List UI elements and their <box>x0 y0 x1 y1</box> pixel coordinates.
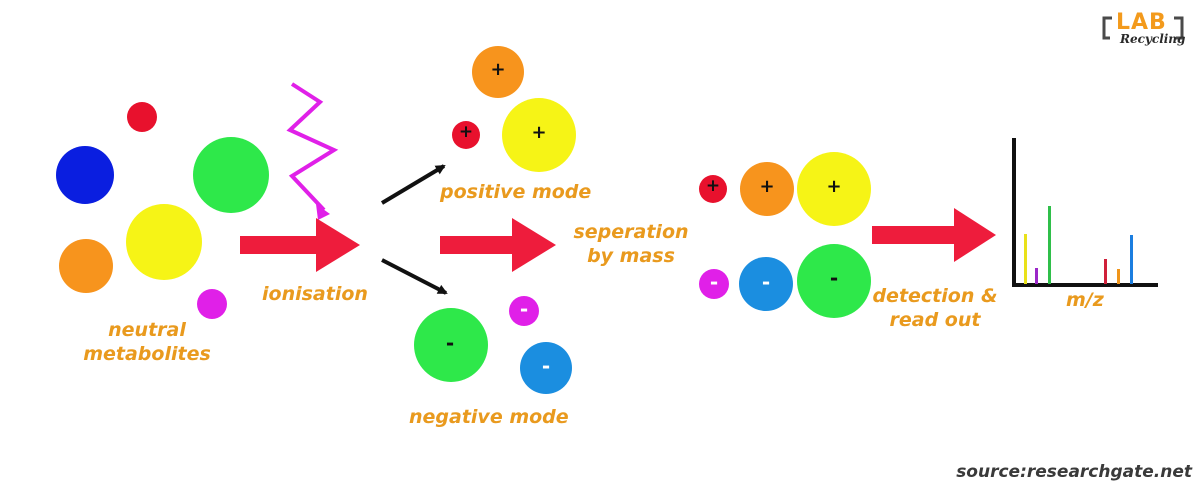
negative-magenta-ion <box>509 296 539 326</box>
sign-sorted-yellow: + <box>826 176 842 197</box>
sorted-orange-ion <box>740 162 794 216</box>
arrow-to-positive <box>380 164 446 205</box>
laser-zigzag <box>286 82 339 212</box>
sorted-green-ion <box>797 244 871 318</box>
spectrum-peak-blue <box>1130 235 1133 284</box>
positive-red-ion <box>452 121 480 149</box>
spectrum-peak-green <box>1048 206 1051 284</box>
sign-sorted-magenta: - <box>709 270 719 294</box>
sign-negative-magenta: - <box>519 297 529 321</box>
neutral-red-dot <box>127 102 157 132</box>
sign-sorted-blue: - <box>761 270 771 294</box>
neutral-blue-dot <box>56 146 114 204</box>
label-ionisation: ionisation <box>262 283 368 305</box>
logo-graphic <box>1102 16 1184 40</box>
spectrum-peak-red <box>1104 259 1107 284</box>
lab-recycling-logo: LAB Recycling <box>1098 8 1188 50</box>
neutral-magenta-dot <box>197 289 227 319</box>
spectrum-x-axis-label: m/z <box>1066 289 1104 311</box>
negative-green-ion <box>414 308 488 382</box>
logo-main-text: LAB <box>1116 10 1167 35</box>
label-positive-mode: positive mode <box>440 181 592 203</box>
red-arrow-detection <box>872 208 996 262</box>
sign-negative-green: - <box>445 331 455 355</box>
neutral-yellow-dot <box>126 204 202 280</box>
red-arrow-separation <box>440 218 556 272</box>
sign-sorted-green: - <box>829 266 839 290</box>
logo-sub-text: Recycling <box>1120 32 1186 46</box>
neutral-orange-dot <box>59 239 113 293</box>
sign-positive-red: + <box>458 122 474 142</box>
label-separation-by-mass: seperation by mass <box>573 221 689 267</box>
sign-positive-yellow: + <box>531 122 547 143</box>
sign-sorted-red: + <box>705 176 721 196</box>
sorted-red-ion <box>699 175 727 203</box>
spectrum-peak-purple <box>1035 268 1038 284</box>
arrow-to-negative <box>381 258 448 295</box>
laser-arrowhead <box>316 204 330 220</box>
positive-yellow-ion <box>502 98 576 172</box>
spectrum-peak-orange <box>1117 269 1120 284</box>
neutral-green-dot <box>193 137 269 213</box>
label-neutral-metabolites: neutral metabolites <box>83 319 211 365</box>
label-negative-mode: negative mode <box>409 406 569 428</box>
sign-sorted-orange: + <box>759 176 775 197</box>
negative-blue-ion <box>520 342 572 394</box>
red-arrow-ionisation <box>240 218 360 272</box>
sorted-magenta-ion <box>699 269 729 299</box>
sign-negative-blue: - <box>541 354 551 378</box>
sign-positive-orange: + <box>490 59 506 80</box>
sorted-yellow-ion <box>797 152 871 226</box>
spectrum-peak-yellow <box>1024 234 1027 284</box>
positive-orange-ion <box>472 46 524 98</box>
label-detection-read-out: detection & read out <box>872 285 998 331</box>
source-credit: source:researchgate.net <box>956 462 1192 482</box>
sorted-blue-ion <box>739 257 793 311</box>
